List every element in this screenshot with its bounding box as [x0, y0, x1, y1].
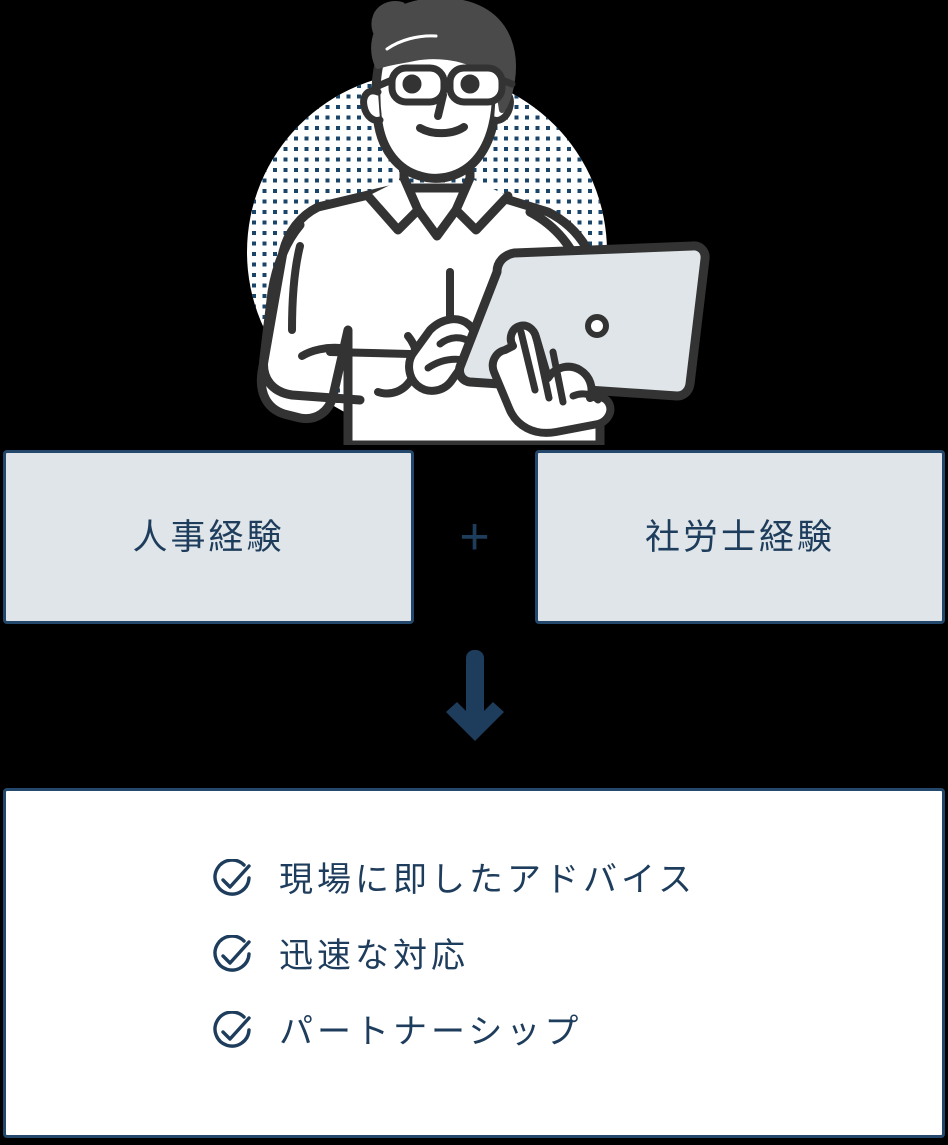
supporting-hand: [488, 321, 615, 437]
experience-box-sharoushi[interactable]: 社労士経験: [535, 450, 945, 624]
businessman-with-laptop-illustration: [247, 0, 710, 450]
check-circle-icon: [213, 935, 251, 972]
benefit-label: 迅速な対応: [279, 937, 469, 975]
experience-box-sharoushi-label: 社労士経験: [644, 517, 835, 557]
arrow-down-container: [440, 650, 510, 760]
illustration-area: [0, 0, 948, 450]
list-item: 現場に即したアドバイス: [6, 853, 942, 907]
arrow-down-icon: [446, 650, 504, 741]
check-circle-icon: [213, 859, 251, 896]
list-item: 迅速な対応: [6, 929, 942, 983]
glasses-icon: [374, 64, 516, 106]
plus-operator: +: [414, 450, 535, 624]
benefit-label: パートナーシップ: [279, 1013, 583, 1051]
plus-operator-glyph: +: [459, 508, 490, 566]
benefit-label: 現場に即したアドバイス: [279, 861, 696, 899]
experience-box-hr[interactable]: 人事経験: [3, 450, 414, 624]
list-item: パートナーシップ: [6, 1005, 942, 1059]
experience-boxes-row: 人事経験 + 社労士経験: [0, 450, 948, 626]
check-circle-icon: [213, 1011, 251, 1048]
experience-box-hr-label: 人事経験: [132, 517, 285, 557]
benefits-panel: 現場に即したアドバイス 迅速な対応 パートナーシップ: [3, 788, 945, 1138]
